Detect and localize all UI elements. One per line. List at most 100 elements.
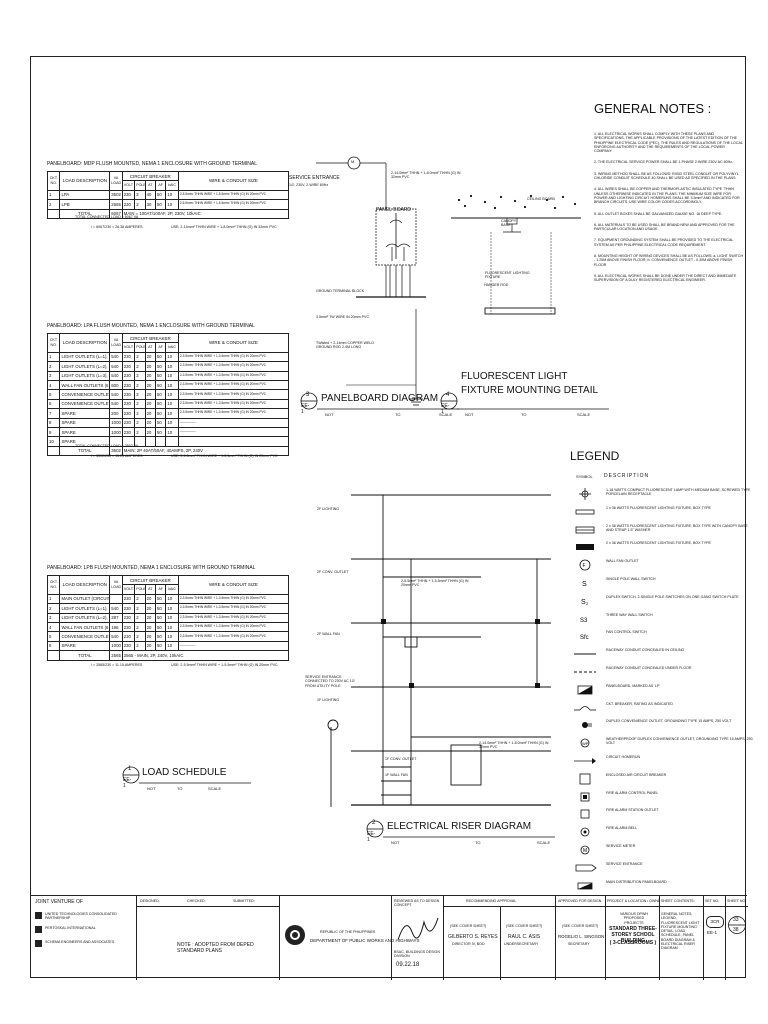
- table-cell: 230: [121, 417, 136, 428]
- current-calc: I = 2565/230 = 11.15 AMPERES: [91, 662, 143, 667]
- design-cell: DESIGNED: CHECKED: SUBMITTED: NOTE : ADO…: [136, 896, 280, 980]
- general-note-item: 9. ALL ELECTRICAL WORKS SHALL BE DONE UN…: [594, 273, 737, 283]
- sheet-total: 38: [733, 927, 739, 933]
- single-switch-icon: S: [570, 576, 600, 592]
- duplex-outlet-icon: [570, 718, 600, 734]
- legend-item: RACEWAY CONDUIT CONCEALED UNDER FLOOR: [570, 665, 760, 683]
- riser-label: 1F WALL FAN: [385, 773, 408, 777]
- table-cell: 50: [154, 408, 167, 419]
- table-cell: 2: [134, 603, 146, 614]
- table-cell: 1: [46, 189, 61, 201]
- riser-diagram: [327, 494, 551, 807]
- general-notes: GENERAL NOTES : 1. ALL ELECTRICAL WORKS …: [594, 101, 744, 290]
- nts-label: NOT: [391, 840, 400, 845]
- table-cell: 230: [121, 640, 136, 652]
- fluorescent-double-icon: [570, 523, 600, 539]
- pendant-lamp-icon: [570, 487, 600, 503]
- table-cell: 1000: [109, 426, 123, 438]
- panel-caption: PANELBOARD: LPA FLUSH MOUNTED, NEMA 1 EN…: [47, 323, 255, 329]
- sheet-contents-label: SHEET CONTENTS:: [661, 899, 695, 903]
- table-cell: WALL FAN OUTLETS (6 x 100W): [59, 379, 111, 391]
- firm-name: SCHEMA ENGINEERS AND ASSOCIATES: [45, 940, 115, 944]
- table-cell: 10: [165, 640, 179, 652]
- riser-label: 1F CONV. OUTLET: [385, 757, 417, 761]
- at-header: AT: [144, 584, 156, 595]
- legend-item: 1-18 WATTS COMPACT FLUORESCENT LAMP WITH…: [570, 487, 760, 505]
- table-cell: 540: [109, 370, 123, 381]
- table-cell: 540: [109, 631, 123, 642]
- legend-item: DUPLEX CONVENIENCE OUTLET, GROUNDING TYP…: [570, 718, 760, 736]
- table-cell: 10: [165, 379, 179, 391]
- table-cell: 20: [144, 612, 156, 623]
- svg-text:Sfc: Sfc: [580, 635, 589, 641]
- table-cell: 3: [46, 612, 61, 623]
- wire-calc: USE: 2-14mm² THHN WIRE + 1-8.0mm² THHN (…: [171, 225, 277, 229]
- conduit-floor-icon: [570, 665, 600, 681]
- table-cell: 50: [154, 417, 167, 428]
- table-cell: 20: [144, 593, 156, 605]
- sheet-contents-cell: SHEET CONTENTS: GENERAL NOTES, LEGEND, F…: [659, 896, 704, 980]
- wire-header: WIRE & CONDUIT SIZE: [177, 171, 290, 191]
- table-cell: 10: [165, 426, 179, 438]
- table-cell: 2-3.5mm² THHN WIRE + 1-3.5mm² THHN (G) I…: [177, 621, 290, 633]
- circuit-homerun-icon: [570, 754, 600, 770]
- table-cell: 10: [165, 370, 179, 381]
- table-cell: 5: [46, 631, 61, 642]
- kaic-header: kAIC: [165, 342, 179, 353]
- load-header: LOAD DESCRIPTION: [59, 171, 111, 191]
- fluorescent-detail: [451, 194, 581, 315]
- table-cell: 2: [134, 426, 146, 438]
- kaic-header: kAIC: [165, 584, 179, 595]
- general-notes-list: 1. ALL ELECTRICAL WORKS SHALL COMPLY WIT…: [594, 132, 744, 283]
- table-cell: 1000: [109, 640, 123, 652]
- see-cover-label: (SEE COVER SHEET): [450, 924, 487, 928]
- table-cell: 20: [144, 417, 156, 428]
- table-cell: CONVENIENCE OUTLETS (3 x 180VA): [59, 389, 111, 400]
- legend-symbol-header: SYMBOL: [576, 474, 593, 479]
- table-cell: 20: [144, 621, 156, 633]
- table-cell: 230: [121, 389, 136, 400]
- see-cover-label: (SEE COVER SHEET): [562, 924, 599, 928]
- table-cell: 20: [144, 351, 156, 363]
- submitted-label: SUBMITTED:: [233, 899, 255, 903]
- checked-label: CHECKED:: [187, 899, 206, 903]
- conduit-ceiling-icon: [570, 647, 600, 663]
- table-cell: 4: [46, 621, 61, 633]
- table-cell: 600: [109, 379, 123, 391]
- table-cell: 2: [134, 379, 146, 391]
- table-cell: 20: [144, 361, 156, 372]
- service-sub-label: 1∅, 230V, 2-WIRE 60Hz: [289, 183, 329, 187]
- at-header: AT: [144, 180, 156, 191]
- table-cell: 50: [154, 351, 167, 363]
- table-cell: 287: [109, 612, 123, 623]
- nts-label: NOT: [325, 412, 334, 417]
- table-cell: LPB: [59, 199, 111, 210]
- load-calc: TOTAL CONNECTED LOAD = 3502 VA: [75, 444, 139, 449]
- legend-item: 2 x 36 WATTS FLUORESCENT LIGHTING FIXTUR…: [570, 523, 760, 541]
- service-entrance-label: SERVICE ENTRANCE: [289, 175, 340, 181]
- table-cell: 2: [134, 408, 146, 419]
- table-cell: 5: [46, 389, 61, 400]
- table-cell: 2-3.5mm² THHN WIRE + 1-3.5mm² THHN (G) I…: [177, 593, 290, 605]
- legend-item-text: 2 x 36 WATTS FLUORESCENT LIGHTING FIXTUR…: [606, 523, 748, 532]
- table-cell: 50: [154, 426, 167, 438]
- legend-list: 1-18 WATTS COMPACT FLUORESCENT LAMP WITH…: [570, 487, 753, 897]
- sheet-no-cell: SHEET NO. 33 38: [725, 896, 748, 980]
- see-cover-label: (SEE COVER SHEET): [506, 924, 543, 928]
- sheet-code: EE-1: [707, 930, 718, 935]
- table-cell: LIGHT OUTLETS (L=2), 1-36W, 1LP: [59, 612, 111, 623]
- volt-header: VOLT: [121, 342, 136, 353]
- table-cell: 50: [154, 361, 167, 372]
- table-cell: 50: [154, 603, 167, 614]
- fluorescent-recessed-icon: [570, 540, 600, 556]
